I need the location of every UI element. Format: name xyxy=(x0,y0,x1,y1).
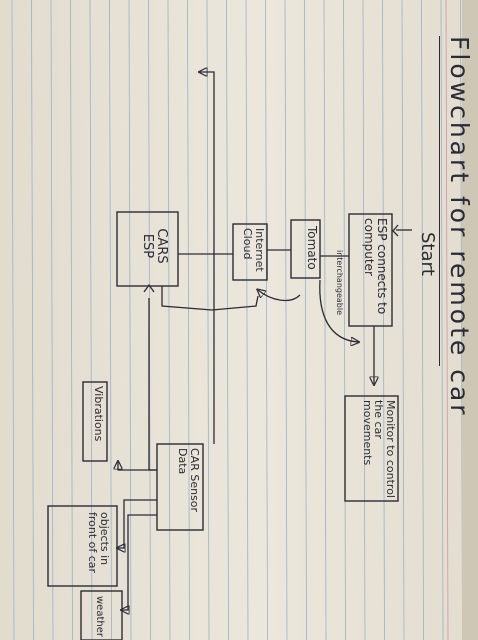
ruled-line xyxy=(109,0,112,640)
ruled-line xyxy=(31,0,34,640)
ruled-line xyxy=(70,0,73,640)
node-box-monitor xyxy=(344,395,399,502)
node-vibrations: Vibrations xyxy=(92,386,105,442)
ruled-line xyxy=(343,0,346,640)
ruled-lines xyxy=(11,0,463,640)
edge-sensor-to-weather xyxy=(122,514,157,610)
node-tomato: Tomato xyxy=(305,226,319,270)
ruled-line xyxy=(382,0,385,640)
title-underline xyxy=(439,36,440,366)
ruled-line xyxy=(206,0,210,640)
edge-esp-to-cloud xyxy=(319,279,358,342)
ruled-line xyxy=(265,0,268,640)
ruled-line xyxy=(187,0,190,640)
ruled-line xyxy=(11,0,15,640)
edge-cars-esp-loop xyxy=(161,286,259,311)
title: Flowchart for remote car xyxy=(445,36,474,418)
ruled-line xyxy=(89,0,93,640)
edge-sensor-to-vibrations xyxy=(118,462,157,471)
edge-arrowhead-start xyxy=(392,224,399,237)
edge-tomato-curve xyxy=(258,290,301,302)
node-esp-connects: ESP connects to computer xyxy=(362,218,389,315)
edge-sensor-to-objects xyxy=(118,499,157,548)
spiral-edge xyxy=(462,0,478,640)
ruled-line xyxy=(440,0,444,640)
margin-line xyxy=(445,0,449,640)
ruled-line xyxy=(50,0,54,640)
node-car-sensor: CAR Sensor Data xyxy=(176,448,201,513)
node-box-vibrations xyxy=(82,381,108,462)
ruled-line xyxy=(401,0,405,640)
node-cars-esp: CARS ESP xyxy=(140,228,169,264)
ruled-line xyxy=(362,0,366,640)
node-box-weather xyxy=(80,590,123,640)
node-box-tomato xyxy=(290,219,321,279)
node-weather: weather xyxy=(94,596,105,637)
ruled-line xyxy=(421,0,424,640)
edge-label-interchangeable: interchangeable xyxy=(335,250,344,316)
ruled-line xyxy=(304,0,307,640)
ruled-line xyxy=(128,0,132,640)
ruled-line xyxy=(167,0,171,640)
ruled-line xyxy=(284,0,288,640)
node-box-car-sensor xyxy=(156,443,204,531)
ruled-line xyxy=(323,0,327,640)
edge-sensor-to-top xyxy=(200,72,215,444)
ruled-line xyxy=(245,0,249,640)
node-objects: objects in front of car xyxy=(86,512,111,574)
node-box-internet-cloud xyxy=(232,223,268,281)
start-label: Start xyxy=(417,232,438,276)
node-monitor: Monitor to control the car movements xyxy=(360,400,397,498)
node-box-esp-connects xyxy=(348,213,393,327)
ruled-line xyxy=(226,0,229,640)
edge-arrowhead-cars xyxy=(143,283,155,293)
node-internet-cloud: Internet Cloud xyxy=(241,228,266,272)
